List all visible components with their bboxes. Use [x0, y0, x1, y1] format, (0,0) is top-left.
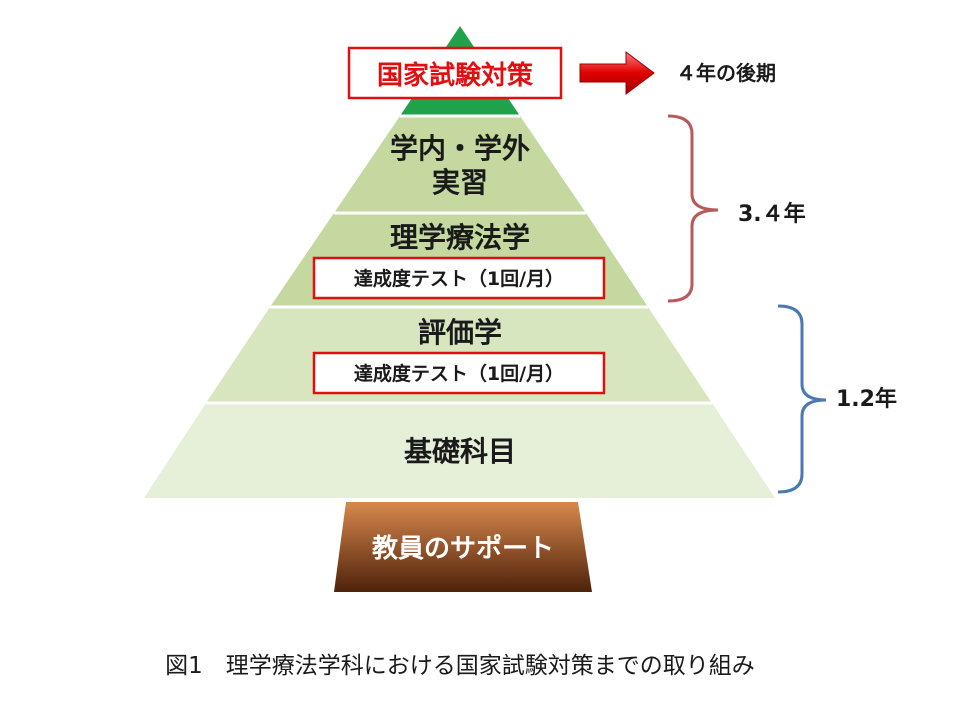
basic-subjects-label: 基礎科目	[404, 435, 516, 468]
evaluation-label: 評価学	[418, 316, 502, 349]
achievement-test-label: 達成度テスト（1回/月）	[354, 267, 564, 290]
achievement-test-box	[312, 256, 606, 300]
figure-caption: 図1 理学療法学科における国家試験対策までの取り組み	[165, 653, 755, 679]
practicum-label-line2: 実習	[432, 166, 488, 199]
upper-years-label: 3.４年	[738, 201, 806, 227]
exam-prep-label: 国家試験対策	[377, 60, 533, 91]
arrow-label: ４年の後期	[676, 61, 776, 85]
physical-therapy-label: 理学療法学	[390, 221, 530, 254]
bracket-upper-years	[667, 114, 719, 303]
achievement-test-box	[312, 351, 606, 395]
faculty-support-base	[334, 502, 592, 592]
pyramid-layer-practicum	[334, 116, 586, 213]
lower-years-label: 1.2年	[836, 386, 897, 412]
achievement-test-label: 達成度テスト（1回/月）	[354, 362, 564, 385]
faculty-support-label: 教員のサポート	[372, 533, 554, 564]
bracket-lower-years	[777, 304, 827, 494]
pyramid-layer-basic-subjects	[144, 403, 775, 498]
arrow-right-icon	[579, 51, 655, 95]
practicum-label-line1: 学内・学外	[390, 132, 530, 165]
exam-prep-box	[347, 46, 563, 100]
